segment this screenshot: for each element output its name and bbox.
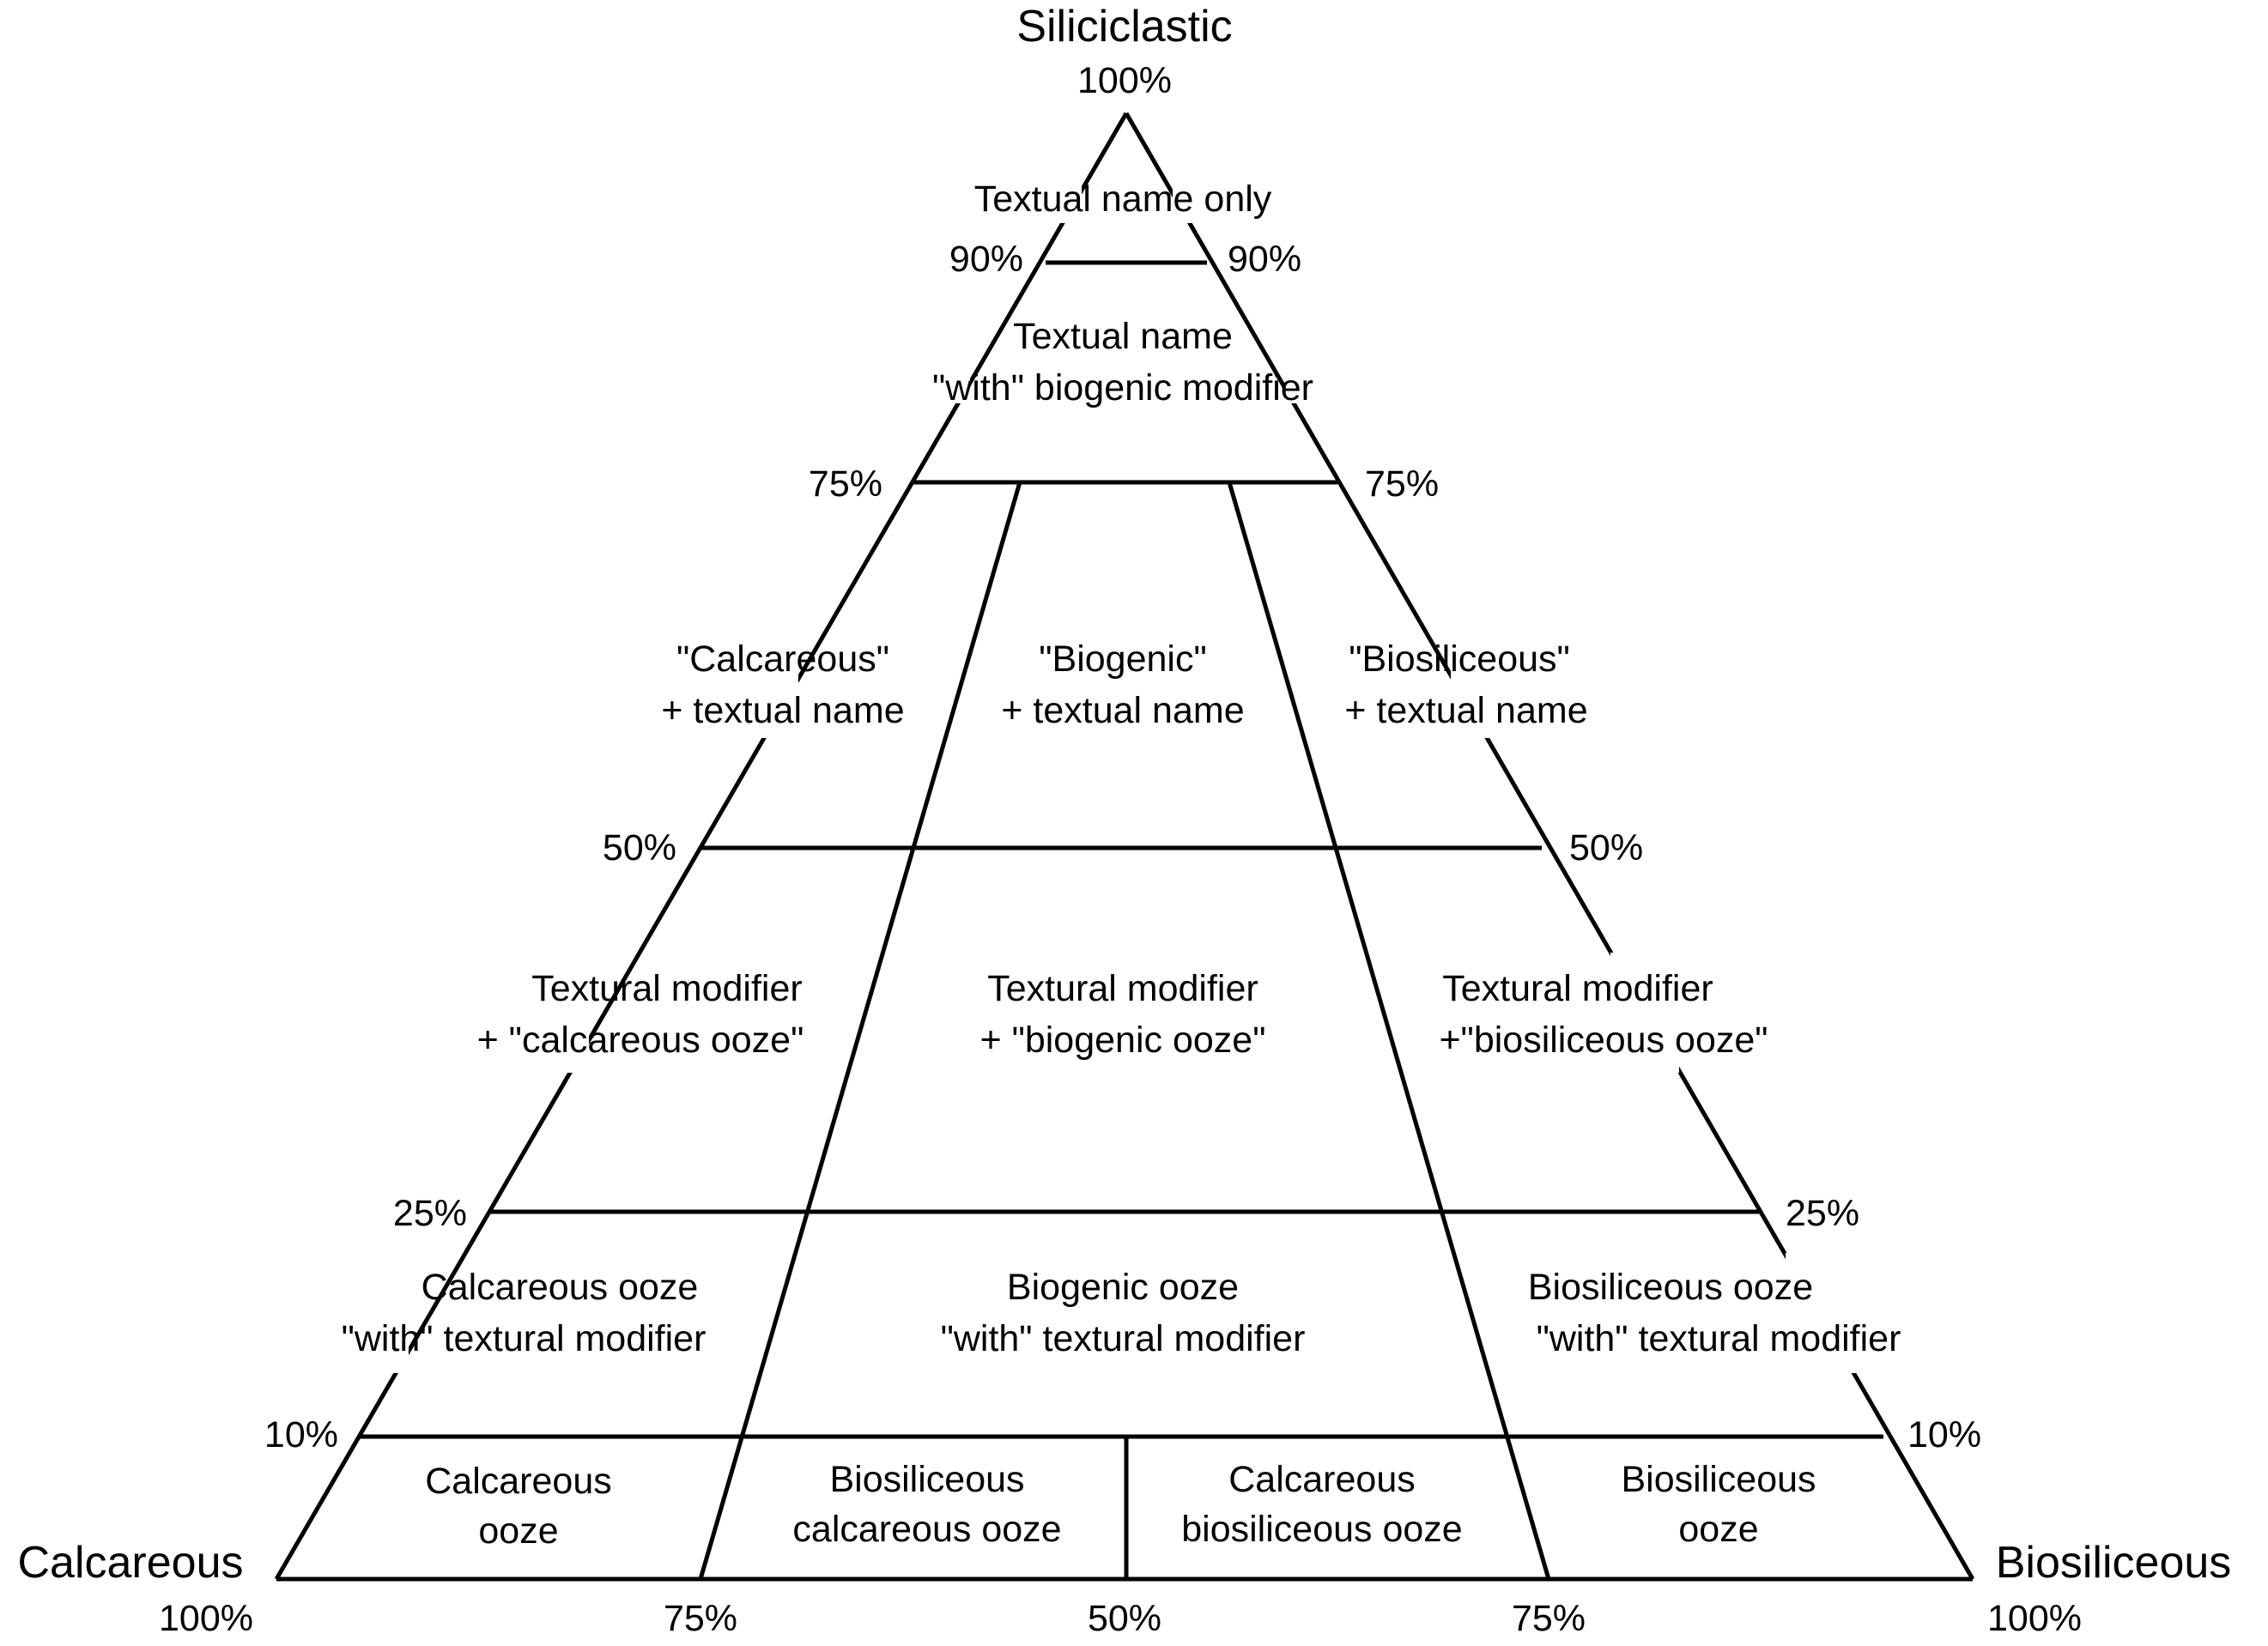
region-calc-biosil-ooze-line1: Calcareous	[1228, 1459, 1416, 1500]
mask-tm-left	[537, 953, 589, 1073]
corner-top-name: Siliciclastic	[1016, 2, 1232, 51]
mask-ooze-left	[357, 1253, 409, 1373]
region-textual-with-bio-line1: Textual name	[1013, 316, 1233, 357]
tick-75-left: 75%	[809, 463, 882, 505]
mask-ooze-right	[1786, 1253, 1863, 1373]
inner-dividers	[698, 481, 1551, 1580]
mask-upper-right	[1284, 318, 1327, 403]
region-calc-ooze-with-line1: Calcareous ooze	[421, 1267, 699, 1308]
tick-50-left: 50%	[603, 827, 676, 868]
region-biosil-textual-line1: "Biosiliceous"	[1349, 638, 1570, 680]
base-tick-75-left: 75%	[664, 1598, 737, 1639]
tick-25-left: 25%	[393, 1193, 467, 1234]
mask-top-right	[1173, 180, 1198, 223]
inner-left-divider	[698, 481, 1022, 1580]
tick-50-right: 50%	[1569, 827, 1643, 868]
region-calc-ooze-line2: ooze	[478, 1510, 558, 1552]
region-tm-bio-line1: Textural modifier	[987, 968, 1258, 1009]
corner-left-pct: 100%	[159, 1598, 253, 1639]
mask-tm-right	[1610, 953, 1679, 1073]
horizontal-dividers	[359, 260, 1883, 1439]
region-biosil-calc-ooze-line2: calcareous ooze	[792, 1509, 1061, 1550]
tick-25-right: 25%	[1786, 1193, 1859, 1234]
region-bio-ooze-with-line2: "with" textural modifier	[941, 1318, 1306, 1359]
region-biosil-ooze-line1: Biosiliceous	[1621, 1459, 1816, 1500]
region-biosil-ooze-with-line1: Biosiliceous ooze	[1528, 1267, 1813, 1308]
region-calc-biosil-ooze-line2: biosiliceous ooze	[1181, 1509, 1462, 1550]
mask-biosil-right	[1451, 626, 1502, 738]
region-tm-biosil-line1: Textural modifier	[1442, 968, 1713, 1009]
region-bio-textual-line2: + textual name	[1001, 690, 1244, 731]
base-tick-50: 50%	[1088, 1598, 1161, 1639]
region-biosil-ooze-with-line2: "with" textural modifier	[1537, 1318, 1901, 1359]
mask-upper-left	[927, 318, 970, 403]
region-biosil-ooze-line2: ooze	[1678, 1509, 1758, 1550]
corner-top-pct: 100%	[1077, 60, 1172, 101]
region-calc-textual-line2: + textual name	[661, 690, 904, 731]
corner-right-name: Biosiliceous	[1996, 1538, 2232, 1588]
region-tm-calc-line2: + "calcareous ooze"	[477, 1020, 804, 1061]
edge-label-masks	[357, 180, 1863, 1373]
region-tm-bio-line2: + "biogenic ooze"	[980, 1020, 1266, 1061]
corner-labels: Siliciclastic 100% Calcareous 100% Biosi…	[17, 2, 2231, 1639]
base-tick-75-right: 75%	[1512, 1598, 1586, 1639]
tick-90-left: 90%	[949, 239, 1023, 280]
region-calc-textual-line1: "Calcareous"	[676, 638, 889, 680]
tick-75-right: 75%	[1365, 463, 1439, 505]
region-labels: Textual name only Textual name "with" bi…	[342, 179, 1901, 1552]
region-calc-ooze-line1: Calcareous	[425, 1461, 612, 1502]
mask-top-left	[1056, 180, 1082, 223]
inner-right-divider	[1227, 481, 1551, 1580]
region-textual-only: Textual name only	[974, 179, 1272, 220]
region-tm-calc-line1: Textural modifier	[531, 968, 802, 1009]
tick-90-right: 90%	[1228, 239, 1301, 280]
corner-left-name: Calcareous	[17, 1538, 243, 1588]
side-percent-labels: 90% 90% 75% 75% 50% 50% 25% 25% 10% 10%	[264, 239, 1981, 1455]
region-bio-textual-line1: "Biogenic"	[1039, 638, 1206, 680]
region-bio-ooze-with-line1: Biogenic ooze	[1007, 1267, 1239, 1308]
region-biosil-calc-ooze-line1: Biosiliceous	[829, 1459, 1024, 1500]
corner-right-pct: 100%	[1987, 1598, 2082, 1639]
region-calc-ooze-with-line2: "with" textural modifier	[342, 1318, 706, 1359]
region-tm-biosil-line2: +"biosiliceous ooze"	[1439, 1020, 1768, 1061]
tick-10-left: 10%	[264, 1414, 338, 1455]
tick-10-right: 10%	[1907, 1414, 1981, 1455]
region-textual-with-bio-line2: "with" biogenic modifier	[932, 367, 1313, 408]
mask-calc-left	[747, 626, 798, 738]
region-biosil-textual-line2: + textual name	[1344, 690, 1587, 731]
base-percent-labels: 75% 50% 75%	[664, 1598, 1586, 1639]
